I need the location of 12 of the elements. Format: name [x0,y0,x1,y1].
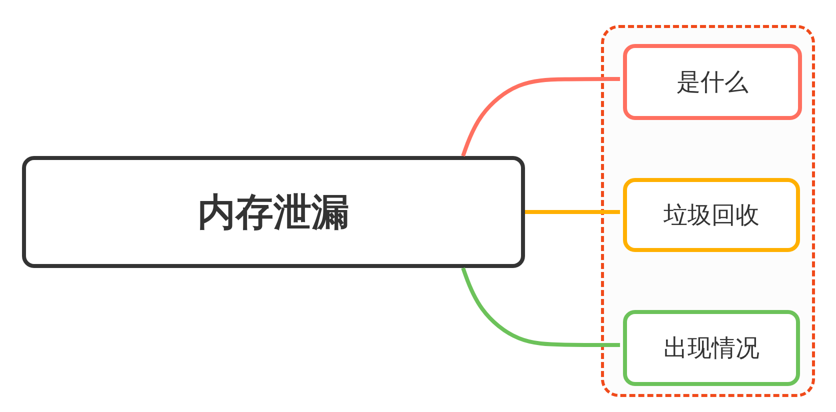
subtopic-box [623,44,802,120]
subtopic-box [623,178,800,252]
subtopic-label: 是什么 [676,67,748,98]
connector-line [461,267,620,347]
topic-title: 内存泄漏 [198,188,350,236]
subtopic-box [623,310,800,386]
central-topic [22,156,525,268]
subtopic-label: 出现情况 [664,333,760,364]
connector-line [525,210,620,214]
connector-line [461,77,620,157]
group-frame [601,25,815,397]
subtopic-label: 垃圾回收 [664,200,760,231]
